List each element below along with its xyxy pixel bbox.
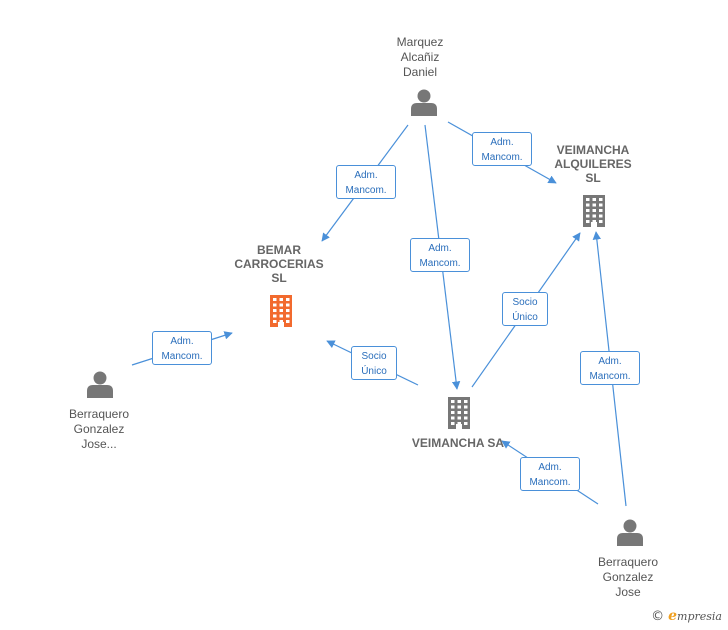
- person-icon[interactable]: [87, 371, 113, 399]
- edge-label-veimancha_sa-to-veimancha_alquileres[interactable]: Socio Único: [502, 292, 548, 326]
- empresia-logo[interactable]: empresia: [668, 608, 722, 624]
- node-label-bemar[interactable]: BEMAR CARROCERIAS SL: [234, 243, 324, 285]
- node-label-berraquero-jose-trunc[interactable]: Berraquero Gonzalez Jose...: [68, 407, 130, 451]
- copyright-symbol: ©: [651, 608, 665, 624]
- node-label-berraquero-jose[interactable]: Berraquero Gonzalez Jose: [597, 555, 659, 599]
- edge-label-veimancha_sa-to-bemar[interactable]: Socio Único: [351, 346, 397, 380]
- edge-label-berraquero_jose-to-veimancha_alquileres[interactable]: Adm. Mancom.: [580, 351, 640, 385]
- edge-label-berraquero_jose-to-veimancha_sa[interactable]: Adm. Mancom.: [520, 457, 580, 491]
- building-icon[interactable]: [583, 195, 605, 227]
- person-icon[interactable]: [411, 89, 437, 117]
- building-icon[interactable]: [448, 397, 470, 429]
- person-icon[interactable]: [617, 519, 643, 547]
- node-label-marquez[interactable]: Marquez Alcañiz Daniel: [396, 35, 444, 79]
- node-label-veimancha-sa[interactable]: VEIMANCHA SA: [411, 436, 505, 450]
- edge-label-berraquero_jose_trunc-to-bemar[interactable]: Adm. Mancom.: [152, 331, 212, 365]
- edge-label-marquez-to-bemar[interactable]: Adm. Mancom.: [336, 165, 396, 199]
- edge-label-marquez-to-veimancha_sa[interactable]: Adm. Mancom.: [410, 238, 470, 272]
- edge-label-marquez-to-veimancha_alquileres[interactable]: Adm. Mancom.: [472, 132, 532, 166]
- footer: © empresia: [651, 608, 722, 624]
- node-label-veimancha-alquileres[interactable]: VEIMANCHA ALQUILERES SL: [554, 143, 632, 185]
- building-icon[interactable]: [270, 295, 292, 327]
